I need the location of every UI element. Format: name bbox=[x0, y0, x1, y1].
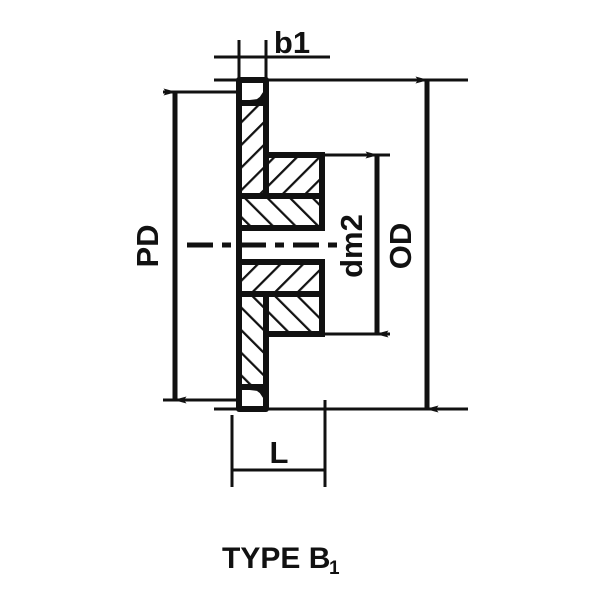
caption-main-text: TYPE B bbox=[222, 542, 330, 575]
hub-upper-inner-band bbox=[236, 193, 325, 231]
sprocket-body-upper bbox=[236, 77, 325, 231]
rim-upper-section bbox=[236, 77, 269, 106]
section-outline bbox=[236, 80, 325, 409]
dimension-label-dm2: dm2 bbox=[334, 214, 369, 278]
dimension-label-od: OD bbox=[383, 223, 418, 270]
dimension-label-b1: b1 bbox=[274, 25, 310, 60]
hub-lower-section bbox=[263, 291, 325, 337]
sprocket-body-lower bbox=[236, 259, 325, 412]
drawing-caption: TYPE B 1 bbox=[222, 542, 340, 579]
caption-subscript-text: 1 bbox=[329, 558, 340, 579]
web-lower-section bbox=[236, 291, 269, 390]
dimension-lines bbox=[163, 76, 439, 413]
hub-upper-section bbox=[263, 152, 325, 199]
dimension-label-l: L bbox=[270, 435, 289, 470]
rim-lower-section bbox=[236, 384, 269, 412]
web-upper-section bbox=[236, 100, 269, 199]
hub-lower-inner-band bbox=[236, 259, 325, 297]
dimension-label-pd: PD bbox=[130, 224, 165, 267]
